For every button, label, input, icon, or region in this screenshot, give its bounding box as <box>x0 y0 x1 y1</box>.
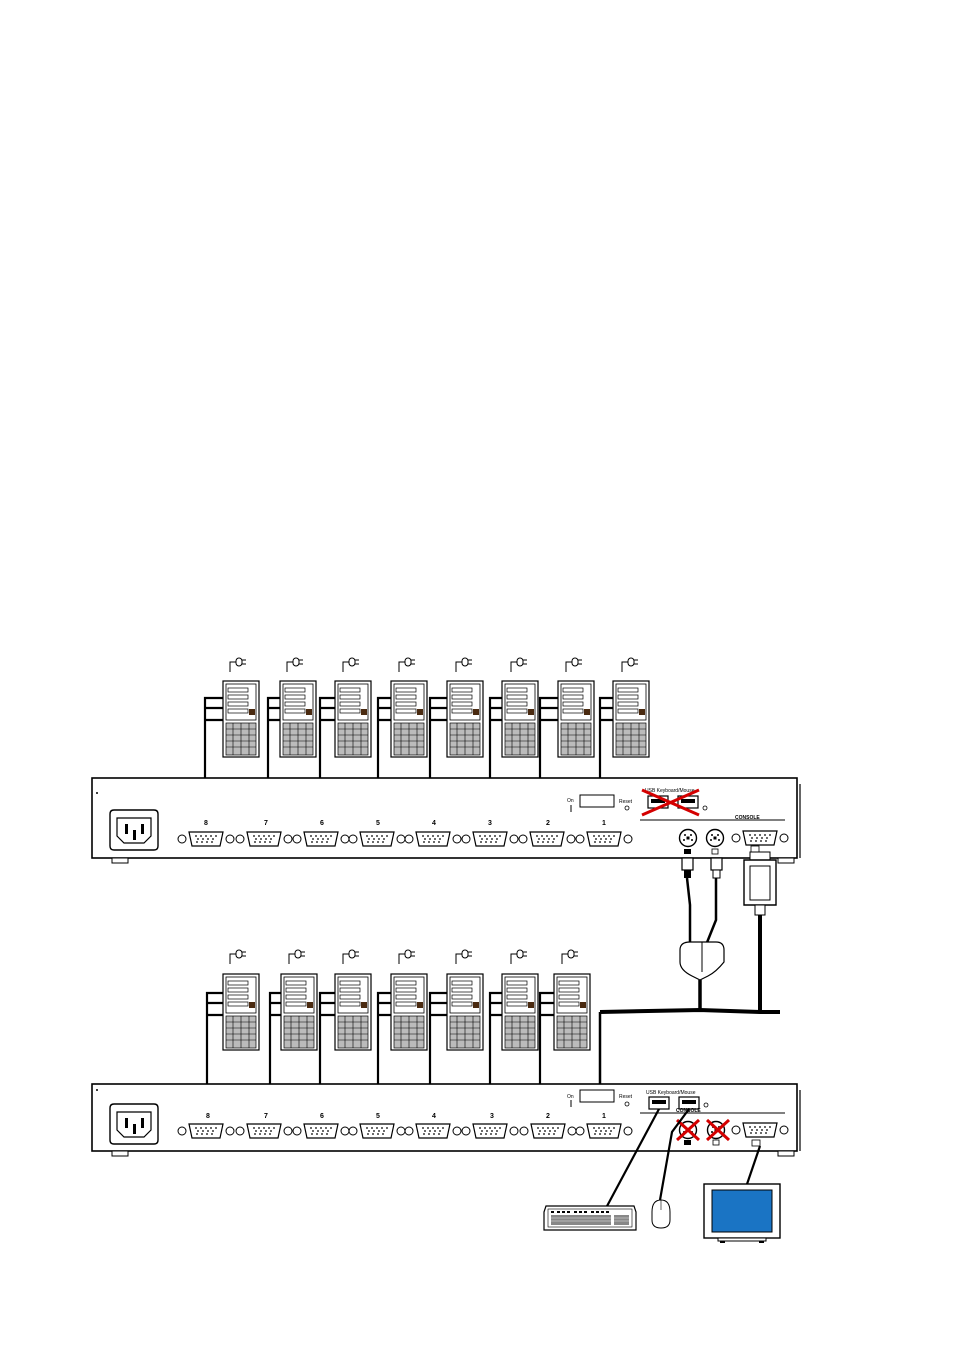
power-inlet-icon <box>109 1103 159 1145</box>
port-label: 7 <box>264 820 268 827</box>
port-label: 3 <box>488 820 492 827</box>
firmware-switch: On Reset <box>567 794 633 812</box>
bottom-server-row <box>222 949 591 1051</box>
port-label: 8 <box>206 1113 210 1120</box>
svg-text:USB Keyboard/Mouse: USB Keyboard/Mouse <box>646 1090 696 1096</box>
server-tower-icon <box>446 657 484 758</box>
firmware-switch: On Reset <box>567 1089 633 1107</box>
keyboard-icon <box>543 1205 637 1231</box>
svg-text:On: On <box>567 798 574 804</box>
svg-text:On: On <box>567 1094 574 1100</box>
port-label: 7 <box>264 1113 268 1120</box>
bottom-port-labels: 8 7 6 5 4 3 2 1 <box>206 1113 606 1120</box>
server-tower-icon <box>501 949 539 1051</box>
port-label: 5 <box>376 820 380 827</box>
server-tower-icon <box>553 949 591 1051</box>
monitor-icon <box>703 1183 781 1243</box>
bottom-server-cables <box>205 991 554 1118</box>
port-label: 3 <box>490 1113 494 1120</box>
server-tower-icon <box>501 657 539 758</box>
server-tower-icon <box>280 949 318 1051</box>
top-console-ports: CONSOLE <box>640 815 789 855</box>
port-label: 2 <box>546 820 550 827</box>
port-label: 6 <box>320 1113 324 1120</box>
server-tower-icon <box>279 657 317 758</box>
svg-text:Reset: Reset <box>619 799 633 805</box>
svg-text:CONSOLE: CONSOLE <box>735 815 760 821</box>
port-label: 1 <box>602 1113 606 1120</box>
port-label: 4 <box>432 1113 436 1120</box>
svg-text:USB Keyboard/Mouse: USB Keyboard/Mouse <box>645 788 695 794</box>
port-label: 5 <box>376 1113 380 1120</box>
peripheral-cables <box>605 1108 762 1209</box>
port-label: 2 <box>546 1113 550 1120</box>
svg-text:Reset: Reset <box>619 1094 633 1100</box>
server-tower-icon <box>390 657 428 758</box>
port-label: 1 <box>602 820 606 827</box>
server-tower-icon <box>222 657 260 758</box>
port-label: 6 <box>320 820 324 827</box>
top-port-labels: 8 7 6 5 4 3 2 1 <box>204 820 606 827</box>
server-tower-icon <box>222 949 260 1051</box>
mouse-icon <box>651 1199 671 1229</box>
power-inlet-icon <box>109 809 159 851</box>
top-kvm-unit: 8 7 6 5 4 3 2 1 On Reset USB Keyboard/Mo… <box>91 777 801 864</box>
port-label: 8 <box>204 820 208 827</box>
red-x-icon <box>641 788 700 817</box>
bottom-usb-ports: USB Keyboard/Mouse <box>646 1090 709 1110</box>
cascade-cable <box>598 851 780 1118</box>
server-tower-icon <box>557 657 595 758</box>
server-tower-icon <box>334 949 372 1051</box>
server-tower-icon <box>446 949 484 1051</box>
server-tower-icon <box>334 657 372 758</box>
top-usb-ports: USB Keyboard/Mouse <box>641 788 708 817</box>
server-tower-icon <box>612 657 650 758</box>
port-label: 4 <box>432 820 436 827</box>
server-tower-icon <box>390 949 428 1051</box>
bottom-kvm-unit: 8 7 6 5 4 3 2 1 On Reset USB Keyboard/Mo… <box>91 1083 801 1157</box>
